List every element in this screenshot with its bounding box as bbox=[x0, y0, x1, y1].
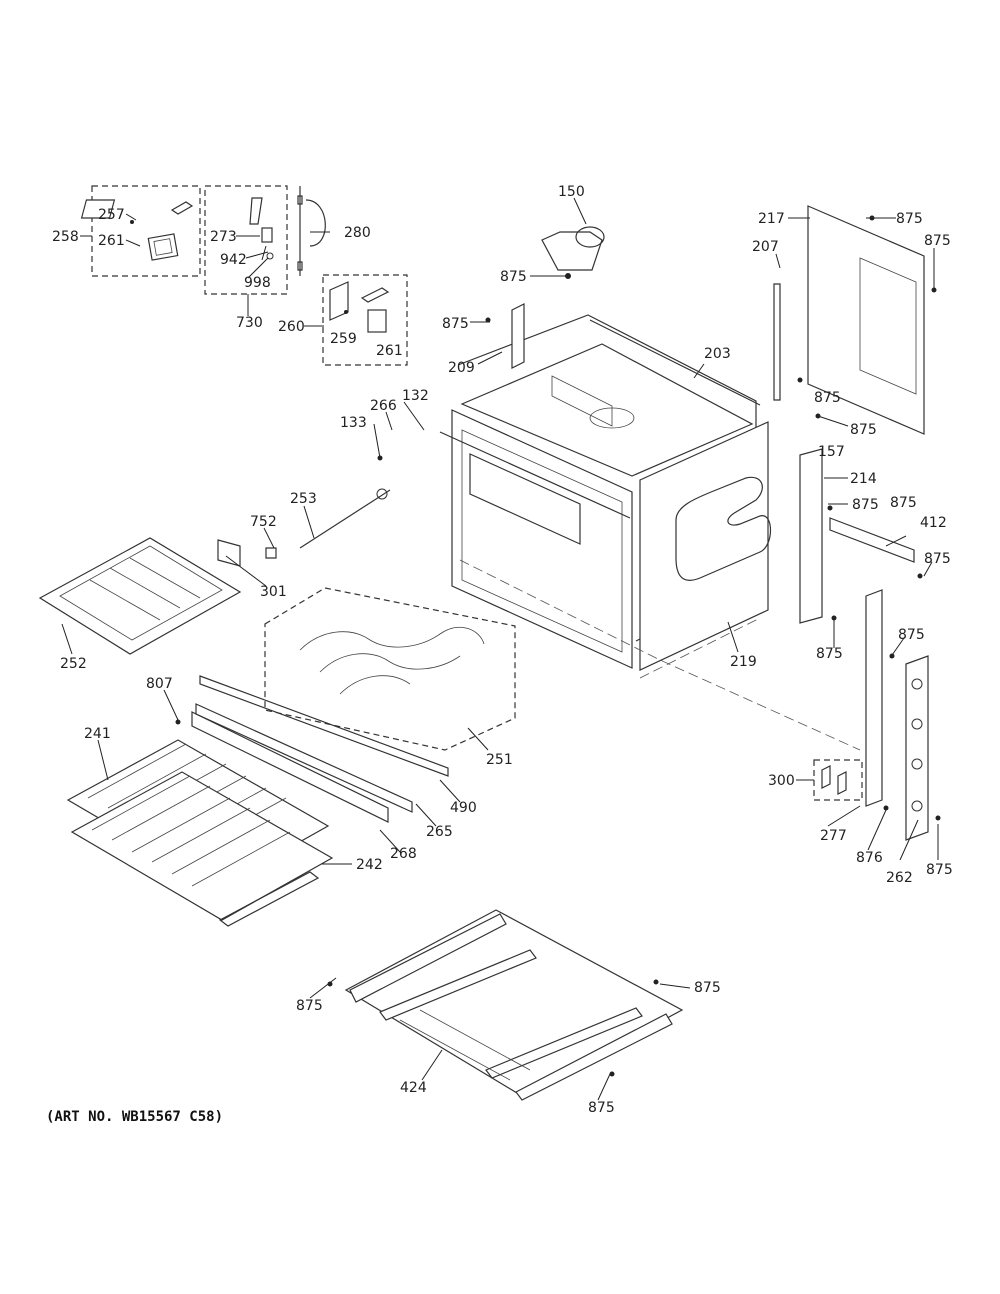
label-875: 875 bbox=[814, 390, 841, 406]
label-875: 875 bbox=[816, 646, 843, 662]
kit-258-group bbox=[80, 185, 201, 277]
art-number: (ART NO. WB15567 C58) bbox=[46, 1109, 223, 1125]
label-219: 219 bbox=[730, 654, 757, 670]
label-260: 260 bbox=[278, 319, 305, 335]
label-424: 424 bbox=[400, 1080, 427, 1096]
label-133: 133 bbox=[340, 415, 367, 431]
label-257: 257 bbox=[98, 207, 125, 223]
label-280: 280 bbox=[344, 225, 371, 241]
label-214: 214 bbox=[850, 471, 877, 487]
label-875: 875 bbox=[898, 627, 925, 643]
part-424-frame bbox=[344, 909, 684, 1101]
label-807: 807 bbox=[146, 676, 173, 692]
kit-300-group bbox=[813, 759, 863, 801]
oven-cavity-assembly bbox=[439, 205, 925, 751]
label-875: 875 bbox=[500, 269, 527, 285]
label-203: 203 bbox=[704, 346, 731, 362]
label-300: 300 bbox=[768, 773, 795, 789]
label-265: 265 bbox=[426, 824, 453, 840]
part-490-shield bbox=[199, 675, 449, 777]
part-265-shield bbox=[195, 703, 413, 813]
label-412: 412 bbox=[920, 515, 947, 531]
label-875: 875 bbox=[896, 211, 923, 227]
label-277: 277 bbox=[820, 828, 847, 844]
label-262: 262 bbox=[886, 870, 913, 886]
label-253: 253 bbox=[290, 491, 317, 507]
label-207: 207 bbox=[752, 239, 779, 255]
part-268-shield bbox=[191, 711, 389, 823]
part-252-bake-element bbox=[38, 537, 242, 655]
label-875: 875 bbox=[694, 980, 721, 996]
label-730: 730 bbox=[236, 315, 263, 331]
label-252: 252 bbox=[60, 656, 87, 672]
label-266: 266 bbox=[370, 398, 397, 414]
part-262-rail bbox=[905, 655, 929, 841]
part-251-hidden-element bbox=[264, 587, 516, 751]
label-875: 875 bbox=[442, 316, 469, 332]
label-875: 875 bbox=[890, 495, 917, 511]
label-490: 490 bbox=[450, 800, 477, 816]
label-241: 241 bbox=[84, 726, 111, 742]
label-301: 301 bbox=[260, 584, 287, 600]
label-875: 875 bbox=[588, 1100, 615, 1116]
label-150: 150 bbox=[558, 184, 585, 200]
label-242: 242 bbox=[356, 857, 383, 873]
label-157: 157 bbox=[818, 444, 845, 460]
label-132: 132 bbox=[402, 388, 429, 404]
label-251: 251 bbox=[486, 752, 513, 768]
leader-lines bbox=[61, 197, 941, 1101]
label-876: 876 bbox=[856, 850, 883, 866]
label-261: 261 bbox=[98, 233, 125, 249]
label-875: 875 bbox=[296, 998, 323, 1014]
label-268: 268 bbox=[390, 846, 417, 862]
part-280-probe bbox=[297, 186, 326, 276]
label-875: 875 bbox=[852, 497, 879, 513]
label-875: 875 bbox=[926, 862, 953, 878]
part-277-rail bbox=[865, 589, 883, 807]
part-242-rack bbox=[70, 771, 334, 927]
label-942: 942 bbox=[220, 252, 247, 268]
label-875: 875 bbox=[850, 422, 877, 438]
label-259: 259 bbox=[330, 331, 357, 347]
kit-260-group bbox=[322, 274, 408, 366]
part-150-motor bbox=[541, 226, 605, 279]
label-998: 998 bbox=[244, 275, 271, 291]
label-752: 752 bbox=[250, 514, 277, 530]
label-209: 209 bbox=[448, 360, 475, 376]
label-273: 273 bbox=[210, 229, 237, 245]
label-875: 875 bbox=[924, 551, 951, 567]
label-258: 258 bbox=[52, 229, 79, 245]
label-261-kit: 261 bbox=[376, 343, 403, 359]
label-875: 875 bbox=[924, 233, 951, 249]
label-217: 217 bbox=[758, 211, 785, 227]
part-labels: 150 258 257 261 273 942 998 730 280 260 … bbox=[52, 184, 953, 1116]
